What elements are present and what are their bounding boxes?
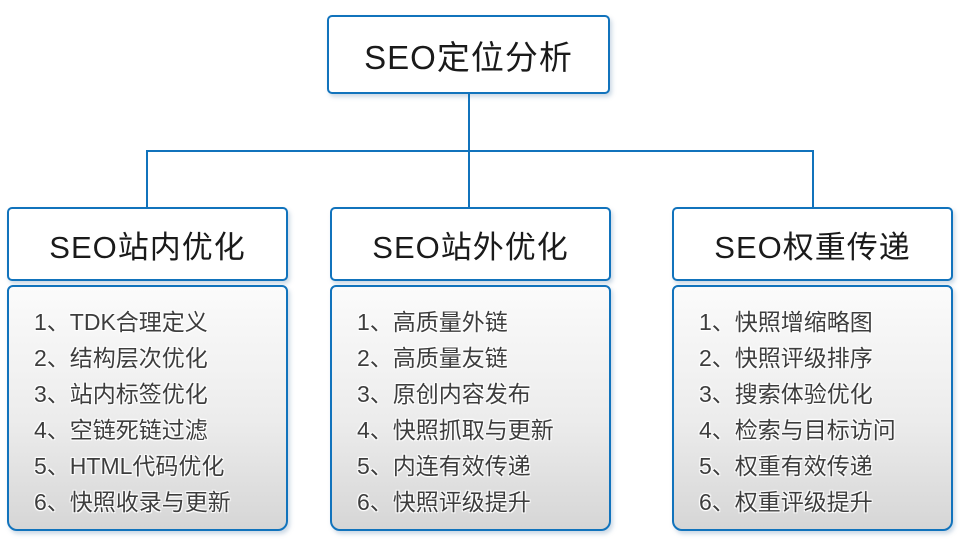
list-item: 1、快照增缩略图 (699, 309, 873, 335)
connector-horizontal-bus (146, 150, 814, 152)
branch-weight-list: 1、快照增缩略图 2、快照评级排序 3、搜索体验优化 4、检索与目标访问 5、权… (672, 285, 953, 531)
connector-root-vertical (468, 94, 470, 151)
connector-right-vertical (812, 150, 814, 207)
list-item: 1、TDK合理定义 (34, 309, 208, 335)
branch-weight-title: SEO权重传递 (714, 229, 911, 265)
list-item: 2、高质量友链 (357, 345, 508, 371)
branch-onsite-title: SEO站内优化 (49, 229, 246, 265)
list-item: 6、权重评级提升 (699, 489, 873, 515)
list-item: 6、快照评级提升 (357, 489, 531, 515)
list-item: 4、空链死链过滤 (34, 417, 208, 443)
list-item: 4、快照抓取与更新 (357, 417, 554, 443)
list-item: 1、高质量外链 (357, 309, 508, 335)
list-item: 5、内连有效传递 (357, 453, 531, 479)
list-item: 3、原创内容发布 (357, 381, 531, 407)
list-item: 3、搜索体验优化 (699, 381, 873, 407)
branch-offsite-header: SEO站外优化 (330, 207, 611, 281)
list-item: 6、快照收录与更新 (34, 489, 231, 515)
branch-onsite-list: 1、TDK合理定义 2、结构层次优化 3、站内标签优化 4、空链死链过滤 5、H… (7, 285, 288, 531)
branch-weight-header: SEO权重传递 (672, 207, 953, 281)
branch-offsite-title: SEO站外优化 (372, 229, 569, 265)
root-node-title: SEO定位分析 (364, 38, 573, 76)
root-node: SEO定位分析 (327, 15, 610, 94)
branch-weight: SEO权重传递 1、快照增缩略图 2、快照评级排序 3、搜索体验优化 4、检索与… (672, 207, 953, 531)
list-item: 2、快照评级排序 (699, 345, 873, 371)
list-item: 5、权重有效传递 (699, 453, 873, 479)
branch-onsite-header: SEO站内优化 (7, 207, 288, 281)
list-item: 4、检索与目标访问 (699, 417, 896, 443)
list-item: 5、HTML代码优化 (34, 453, 225, 479)
branch-offsite-list: 1、高质量外链 2、高质量友链 3、原创内容发布 4、快照抓取与更新 5、内连有… (330, 285, 611, 531)
connector-left-vertical (146, 150, 148, 207)
connector-middle-vertical (468, 150, 470, 207)
list-item: 2、结构层次优化 (34, 345, 208, 371)
branch-offsite: SEO站外优化 1、高质量外链 2、高质量友链 3、原创内容发布 4、快照抓取与… (330, 207, 611, 531)
list-item: 3、站内标签优化 (34, 381, 208, 407)
branch-onsite: SEO站内优化 1、TDK合理定义 2、结构层次优化 3、站内标签优化 4、空链… (7, 207, 288, 531)
